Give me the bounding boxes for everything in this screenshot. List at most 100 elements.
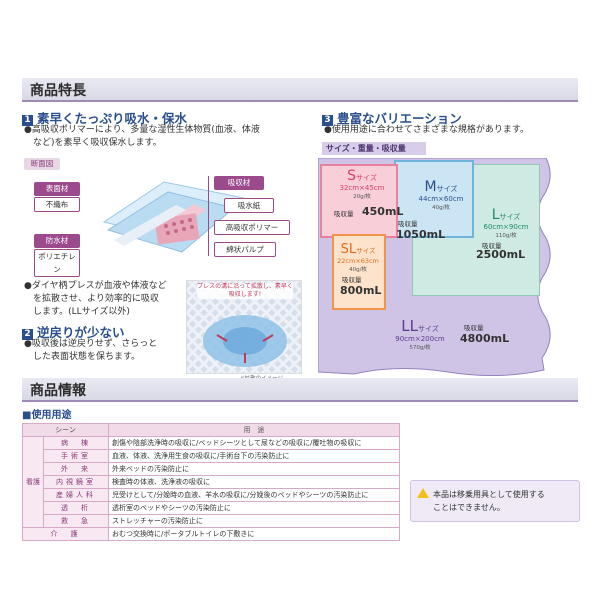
table-row: 救 急 ストレッチャーの汚染防止に: [23, 514, 400, 528]
scene-cell: 手術室: [43, 449, 109, 463]
table-row: 外 来 外来ベッドの汚染防止に: [23, 462, 400, 476]
s-absorb-value: 450mL: [362, 205, 404, 218]
table-row: 看護 病 棟 創傷や陰部洗浄時の吸収に/ベッドシーツとして尿などの吸収に/覆吐物…: [22, 436, 400, 528]
diamond-text-line3: します。(LLサイズ以外): [24, 307, 130, 317]
feature-3-title: 豊富なバリエーション: [337, 111, 462, 126]
feature-1-number: 1: [22, 115, 33, 126]
use-cell: 透析室のベッドやシーツの汚染防止に: [108, 501, 400, 515]
use-table: シーン 用 途 看護 病 棟 創傷や陰部洗浄時の吸収に/ベッドシーツとして尿など…: [22, 423, 400, 541]
scene-cell: 病 棟: [43, 436, 109, 450]
label-nonwoven: 不織布: [34, 197, 80, 212]
ll-size-dims: 90cm×200cm: [395, 335, 445, 343]
use-cell: おむつ交換時に/ポータブルトイレの下敷きに: [108, 527, 400, 541]
s-size-box: [320, 164, 398, 238]
label-waterproof-material: 防水材: [34, 234, 80, 248]
features-title: 商品特長: [30, 83, 86, 99]
use-cell: 検査時の体液、洗浄液の吸収に: [108, 475, 400, 489]
diffusion-callout: プレスの溝に沿って拡散し、素早く吸収します!: [197, 283, 293, 299]
group-nursing: 看護: [22, 436, 44, 528]
sl-absorb-label: 吸収量: [342, 276, 362, 284]
info-header: 商品情報: [22, 378, 578, 402]
table-row: 透 析 透析室のベッドやシーツの汚染防止に: [23, 501, 400, 515]
diamond-press-text: ●ダイヤ柄プレスが血液や体液など を拡散させ、より効率的に吸収 します。(LLサ…: [24, 280, 194, 319]
feature-3-heading: 3 豊富なバリエーション: [322, 108, 462, 127]
scene-cell: 介 護: [22, 527, 109, 541]
diffusion-image: プレスの溝に沿って拡散し、素早く吸収します!: [186, 280, 302, 374]
feature-1-text: ●高吸収ポリマーにより、多量な湿性生体物質(血液、体液 など)を素早く吸収保水し…: [24, 124, 314, 150]
ll-size-info: LLサイズ 90cm×200cm 570g/枚: [378, 316, 462, 351]
warning-line2: ことはできません。: [433, 503, 505, 512]
m-size-suffix: サイズ: [436, 185, 458, 193]
use-cell: 外来ベッドの汚染防止に: [108, 462, 400, 476]
use-cell: 血液、体液、洗浄用生食の吸収に/手術台下の汚染防止に: [108, 449, 400, 463]
table-row: 内視鏡室 検査時の体液、洗浄液の吸収に: [23, 475, 400, 489]
scene-cell: 透 析: [43, 501, 109, 515]
m-size-weight: 40g/枚: [432, 205, 450, 211]
ll-size-suffix: サイズ: [417, 325, 439, 333]
l-size-dims: 60cm×90cm: [483, 223, 529, 231]
feature-3-number: 3: [322, 115, 333, 126]
use-cell: 児受けとして/分娩時の血液、羊水の吸収に/分娩後のベッドやシーツの汚染防止に: [108, 488, 400, 502]
warning-text: 本品は移乗用具として使用する ことはできません。: [433, 488, 545, 514]
label-surface-material: 表面材: [34, 182, 80, 196]
feature-2-number: 2: [22, 329, 33, 340]
feature-2-text: ●吸収後は逆戻りせず、さらっと した表面状態を保ちます。: [24, 338, 194, 364]
l-size-info: Lサイズ 60cm×90cm 110g/枚: [478, 204, 534, 239]
l-size-weight: 110g/枚: [495, 233, 517, 239]
table-row: 介 護 おむつ交換時に/ポータブルトイレの下敷きに: [22, 527, 400, 541]
diamond-text-line2: を拡散させ、より効率的に吸収: [24, 294, 159, 304]
header-use: 用 途: [108, 423, 400, 437]
sl-size-box: [332, 234, 386, 310]
feature-2-text-line2: した表面状態を保ちます。: [24, 352, 141, 362]
ll-size-weight: 570g/枚: [409, 345, 431, 351]
cross-section-diagram: 断面図 表面材 不織布 防水材 ポリエチレン 吸収材 吸水紙 高吸収ポリマー 綿…: [24, 158, 314, 278]
s-size-dims: 32cm×45cm: [339, 184, 385, 192]
m-size-info: Mサイズ 44cm×60cm 40g/枚: [414, 176, 468, 211]
ll-size-name: LL: [401, 317, 418, 335]
warning-line1: 本品は移乗用具として使用する: [433, 490, 545, 499]
s-size-suffix: サイズ: [356, 174, 377, 182]
table-row: 手術室 血液、体液、洗浄用生食の吸収に/手術台下の汚染防止に: [23, 449, 400, 463]
label-absorbent-paper: 吸水紙: [224, 198, 274, 213]
use-title: ■使用用途: [22, 410, 72, 421]
s-size-weight: 20g/枚: [353, 194, 371, 200]
m-absorb-label: 吸収量: [398, 220, 418, 228]
sl-absorb-value: 800mL: [340, 284, 382, 297]
scene-cell: 内視鏡室: [43, 475, 109, 489]
l-absorb-value: 2500mL: [476, 248, 526, 261]
table-header-row: シーン 用 途: [22, 423, 400, 437]
diamond-text-line1: ●ダイヤ柄プレスが血液や体液など: [24, 281, 167, 291]
sl-size-name: SL: [340, 242, 357, 257]
s-size-name: S: [347, 168, 357, 184]
l-absorb-label: 吸収量: [482, 242, 502, 250]
sl-size-suffix: サイズ: [356, 247, 376, 255]
size-chart: Sサイズ 32cm×45cm 20g/枚 吸収量 450mL Mサイズ 44cm…: [318, 158, 562, 380]
s-absorb-label: 吸収量: [334, 210, 354, 218]
sl-size-dims: 22cm×63cm: [337, 257, 379, 265]
header-scene: シーン: [22, 423, 109, 437]
scene-cell: 産婦人科: [43, 488, 109, 502]
m-size-dims: 44cm×60cm: [418, 195, 464, 203]
ll-absorb-label: 吸収量: [464, 324, 484, 332]
l-size-name: L: [491, 207, 500, 223]
feature-1-text-line2: など)を素早く吸収保水します。: [24, 138, 162, 148]
m-absorb-value: 1050mL: [396, 228, 446, 241]
label-pulp: 綿状パルプ: [214, 242, 276, 257]
feature-2-text-line1: ●吸収後は逆戻りせず、さらっと: [24, 339, 158, 349]
use-cell: ストレッチャーの汚染防止に: [108, 514, 400, 528]
table-row: 産婦人科 児受けとして/分娩時の血液、羊水の吸収に/分娩後のベッドやシーツの汚染…: [23, 488, 400, 502]
size-band-label: サイズ・重量・吸収量: [322, 142, 426, 155]
warning-box: 本品は移乗用具として使用する ことはできません。: [410, 480, 580, 522]
m-size-name: M: [424, 179, 437, 195]
bracket-line: [208, 176, 209, 256]
s-size-info: Sサイズ 32cm×45cm 20g/枚: [336, 168, 388, 200]
scene-cell: 外 来: [43, 462, 109, 476]
sl-size-info: SLサイズ 22cm×63cm 40g/枚: [334, 238, 382, 273]
m-size-box: [394, 160, 474, 238]
feature-1-text-line1: ●高吸収ポリマーにより、多量な湿性生体物質(血液、体液: [24, 125, 260, 135]
label-polymer: 高吸収ポリマー: [214, 220, 290, 235]
info-title: 商品情報: [30, 383, 86, 399]
ll-absorb-value: 4800mL: [460, 332, 510, 345]
